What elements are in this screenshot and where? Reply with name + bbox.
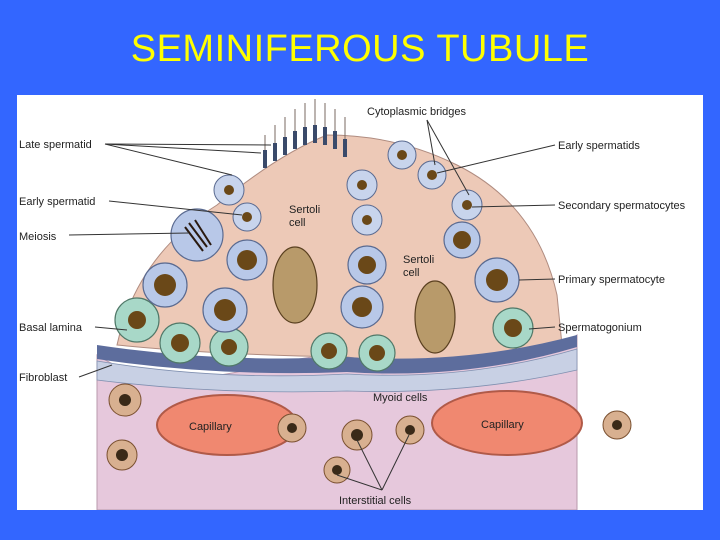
label-cytoplasmic-bridges: Cytoplasmic bridges [367,106,467,118]
label-primary-spermatocyte: Primary spermatocyte [558,274,665,286]
seminiferous-tubule-figure: Late spermatid Early spermatid Meiosis B… [17,95,703,510]
label-sertoli-cell-2-line1: Sertoli [403,254,434,266]
capillary-right [431,390,583,456]
basal-lamina-band [97,335,577,374]
diagram-svg: Late spermatid Early spermatid Meiosis B… [19,99,686,510]
label-early-spermatids: Early spermatids [558,140,640,152]
myoid-layer [96,348,578,393]
label-capillary-right: Capillary [481,419,524,431]
label-basal-lamina: Basal lamina [19,322,83,334]
label-capillary-left: Capillary [189,421,232,433]
label-secondary-spermatocytes: Secondary spermatocytes [558,200,686,212]
label-spermatogonium: Spermatogonium [558,322,642,334]
label-late-spermatid: Late spermatid [19,139,92,151]
label-sertoli-cell-2-line2: cell [403,267,420,279]
slide-title: SEMINIFEROUS TUBULE [130,28,590,70]
sertoli-nucleus-2 [414,280,456,354]
label-myoid-cells: Myoid cells [373,392,428,404]
late-spermatid-heads [263,125,347,168]
label-sertoli-cell-1-line1: Sertoli [289,204,320,216]
sertoli-nucleus-1 [272,246,318,324]
label-early-spermatid: Early spermatid [19,196,95,208]
leader-lines [68,119,556,491]
label-interstitial-cells: Interstitial cells [339,495,412,507]
meiosis-figure [184,219,212,252]
label-fibroblast: Fibroblast [19,372,67,384]
label-meiosis: Meiosis [19,231,57,243]
label-sertoli-cell-1-line2: cell [289,217,306,229]
spermatids [213,140,483,236]
